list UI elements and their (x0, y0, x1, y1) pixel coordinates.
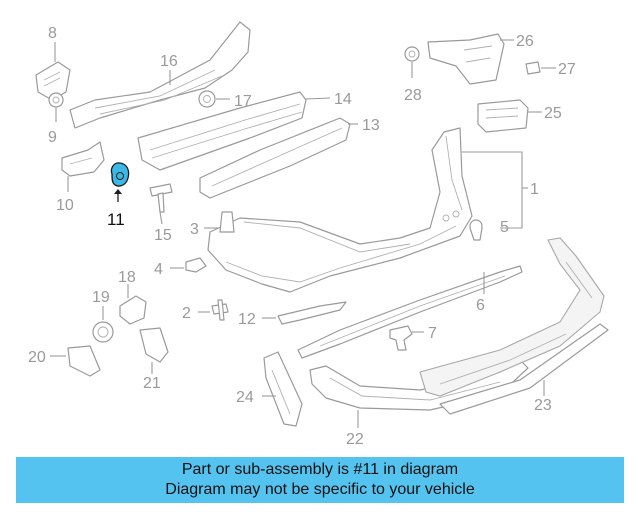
callout-2: 2 (182, 305, 191, 322)
callout-4: 4 (154, 261, 163, 278)
part-13-absorber (199, 117, 358, 199)
callout-27: 27 (558, 61, 576, 78)
callout-20: 20 (28, 349, 46, 366)
part-20-bracket (50, 345, 101, 377)
callout-24: 24 (236, 389, 254, 406)
callout-23: 23 (534, 397, 552, 414)
callout-17: 17 (234, 93, 252, 110)
part-23-bumper-section (419, 237, 609, 415)
part-2-bolt (198, 299, 229, 321)
callout-12: 12 (238, 311, 256, 328)
part-25-module (477, 99, 542, 133)
part-16-rail (69, 21, 251, 129)
callout-8: 8 (48, 25, 57, 42)
callout-28: 28 (404, 87, 422, 104)
part-21-bracket (139, 327, 169, 374)
callout-25: 25 (544, 105, 562, 122)
part-4-clip (170, 257, 207, 273)
callout-9: 9 (48, 129, 57, 146)
parts-diagram: 8 9 16 17 14 13 10 11 15 3 4 18 19 2 12 … (28, 21, 609, 448)
callout-7: 7 (428, 325, 437, 342)
callout-11-highlighted: 11 (107, 210, 125, 229)
part-10-bracket (61, 141, 105, 192)
banner-line-2: Diagram may not be specific to your vehi… (165, 481, 475, 498)
part-24-bracket (262, 351, 303, 427)
banner-line-1: Part or sub-assembly is #11 in diagram (181, 461, 459, 478)
callout-26: 26 (516, 33, 534, 50)
part-12-reflector (262, 301, 347, 325)
part-9-nut (48, 92, 64, 122)
part-15-bolt (149, 183, 173, 225)
part-5-sensor (469, 219, 483, 241)
part-17-nut (198, 90, 230, 108)
callout-21: 21 (143, 375, 161, 392)
callout-16: 16 (160, 53, 178, 70)
part-3-fastener (204, 211, 235, 233)
callout-18: 18 (118, 269, 136, 286)
part-27-bolt (525, 61, 556, 75)
callout-15: 15 (154, 227, 172, 244)
part-8-bracket (35, 42, 71, 101)
part-7-clip (389, 325, 424, 351)
callout-1: 1 (530, 181, 539, 198)
part-18-sensor (119, 284, 147, 325)
callout-22: 22 (346, 431, 364, 448)
callout-3: 3 (190, 221, 199, 238)
part-1-bumper-cover (207, 127, 528, 293)
part-28-nut (404, 46, 420, 78)
callout-13: 13 (362, 117, 380, 134)
part-26-module-bracket (427, 33, 514, 85)
part-14-reinforcement (137, 91, 331, 171)
callout-10: 10 (56, 197, 74, 214)
part-19-grommet (92, 306, 114, 343)
part-11-clip (110, 162, 130, 202)
callout-5: 5 (500, 219, 509, 236)
info-banner: Part or sub-assembly is #11 in diagram D… (16, 457, 624, 503)
callout-6: 6 (476, 297, 485, 314)
part-6-spoiler (297, 265, 523, 359)
callout-14: 14 (334, 91, 352, 108)
callout-19: 19 (92, 289, 110, 306)
